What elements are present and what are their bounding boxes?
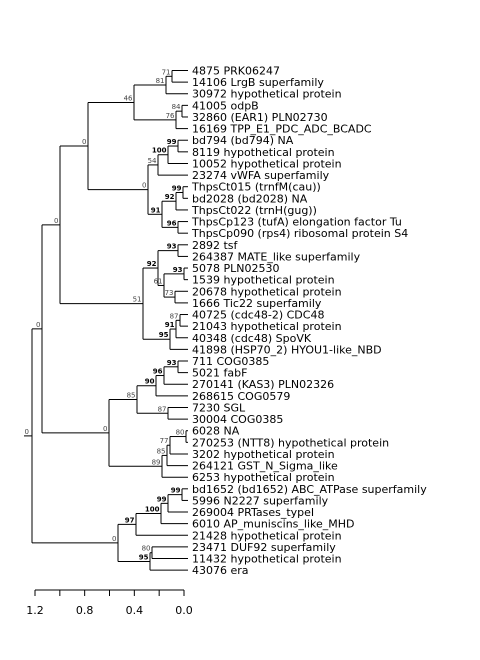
leaf-label: 5996 N2227 superfamily [192,494,329,507]
support-value: 97 [125,516,135,524]
support-value: 77 [160,437,169,445]
leaf-label: 21043 hypothetical protein [192,320,342,333]
leaf-label: 23471 DUF92 superfamily [192,541,336,554]
support-value: 99 [172,185,182,193]
support-value: 54 [148,157,157,165]
support-value: 76 [166,112,175,120]
leaf-label: 16169 TPP_E1_PDC_ADC_BCADC [192,123,372,136]
support-value: 100 [152,147,167,155]
leaf-label: 270141 (KAS3) PLN02326 [192,378,334,391]
leaf-label: 21428 hypothetical protein [192,529,342,542]
support-value: 99 [171,487,181,495]
leaf-label: 40725 (cdc48-2) CDC48 [192,309,324,322]
support-value: 71 [162,68,171,76]
leaf-label: 6010 AP_muniscins_like_MHD [192,518,355,531]
support-value: 0 [142,182,146,190]
leaf-label: 264387 MATE_like superfamily [192,250,361,263]
leaf-label: 41898 (HSP70_2) HYOU1-like_NBD [192,343,382,356]
support-value: 99 [157,495,167,503]
leaf-label: 8119 hypothetical protein [192,146,335,159]
support-labels: 7181847646991005499929691009393736192879… [25,68,185,561]
support-value: 92 [147,260,157,268]
leaf-label: 20678 hypothetical protein [192,285,342,298]
support-value: 0 [82,138,86,146]
axis-tick-label: 0.4 [126,604,144,617]
support-value: 0 [54,217,58,225]
support-value: 51 [133,296,142,304]
support-value: 80 [176,429,185,437]
leaf-label: 264121 GST_N_Sigma_like [192,460,338,473]
leaf-label: 43076 era [192,564,249,577]
support-value: 85 [157,447,166,455]
leaf-label: 7230 SGL [192,401,246,414]
leaf-label: 6028 NA [192,425,240,438]
support-value: 95 [159,331,169,339]
leaf-label: 3202 hypothetical protein [192,448,335,461]
support-value: 0 [112,535,116,543]
support-value: 89 [152,458,161,466]
leaf-label: 30004 COG0385 [192,413,283,426]
leaf-label: ThpsCp090 (rps4) ribosomal protein S4 [191,227,408,240]
support-value: 81 [156,77,165,85]
support-value: 0 [103,425,107,433]
leaf-label: 14106 LrgB superfamily [192,76,324,89]
leaf-label: 5078 PLN02530 [192,262,279,275]
support-value: 93 [167,243,177,251]
support-value: 96 [153,368,163,376]
support-value: 90 [145,378,155,386]
leaf-label: 5021 fabF [192,367,247,380]
leaf-label: 30972 hypothetical protein [192,88,342,101]
leaf-label: ThpsCt022 (trnH(gug)) [191,204,317,217]
support-value: 92 [165,193,175,201]
leaf-label: 268615 COG0579 [192,390,290,403]
leaf-label: 10052 hypothetical protein [192,157,342,170]
support-value: 93 [167,359,177,367]
support-value: 61 [154,277,163,285]
leaf-label: 40348 (cdc48) SpoVK [192,332,312,345]
axis-tick-label: 0.0 [175,604,193,617]
support-value: 80 [142,545,151,553]
leaf-label: 1666 Tic22 superfamily [192,297,322,310]
leaf-label: 1539 hypothetical protein [192,274,335,287]
support-value: 0 [36,321,40,329]
support-value: 46 [124,94,133,102]
leaf-label: 41005 odpB [192,99,259,112]
support-value: 91 [165,321,175,329]
axis-tick-label: 1.2 [26,604,44,617]
support-value: 87 [158,405,167,413]
support-value: 91 [151,206,161,214]
scale-axis: 1.2 0.8 0.4 0.0 [26,589,193,617]
support-value: 96 [167,219,177,227]
support-value: 0 [25,428,29,436]
leaf-label: 270253 (NTT8) hypothetical protein [192,436,389,449]
leaf-label: 11432 hypothetical protein [192,553,342,566]
axis-tick-label: 0.8 [76,604,94,617]
leaf-label: 6253 hypothetical protein [192,471,335,484]
leaf-label: 32860 (EAR1) PLN02730 [192,111,328,124]
support-value: 73 [165,289,174,297]
support-value: 93 [173,266,183,274]
leaf-label: bd1652 (bd1652) ABC_ATPase superfamily [192,483,427,496]
leaf-label: ThpsCp123 (tufA) elongation factor Tu [191,216,402,229]
tree-branches [24,70,188,571]
support-value: 85 [127,391,136,399]
leaf-label: 269004 PRTases_typeI [192,506,314,519]
leaf-label: bd794 (bd794) NA [192,134,294,147]
leaf-label: 711 COG0385 [192,355,269,368]
leaf-label: bd2028 (bd2028) NA [192,192,308,205]
support-value: 84 [172,103,181,111]
leaf-label: 4875 PRK06247 [192,65,280,78]
leaf-label: 2892 tsf [192,239,239,252]
leaf-label: 23274 vWFA superfamily [192,169,330,182]
support-value: 95 [139,553,149,561]
leaf-label: ThpsCt015 (trnfM(cau)) [191,181,321,194]
support-value: 99 [167,138,177,146]
support-value: 87 [170,312,179,320]
support-value: 100 [145,506,160,514]
